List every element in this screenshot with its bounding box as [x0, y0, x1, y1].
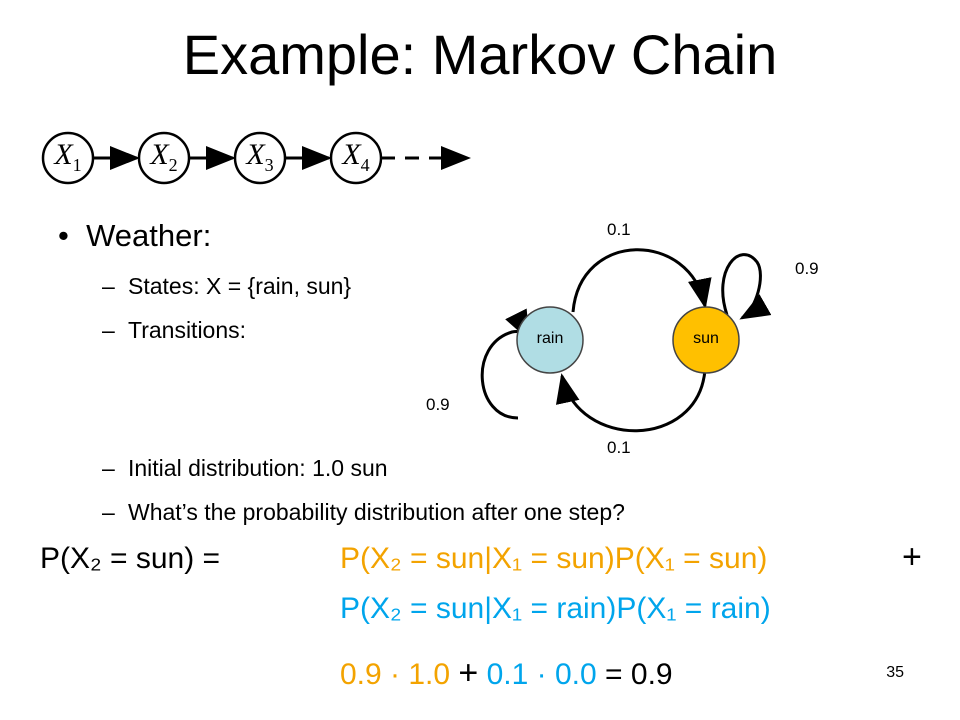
equation-term-rain: P(X₂ = sun|X₁ = rain)P(X₁ = rain)	[340, 592, 771, 625]
edge-rain-to-sun	[571, 248, 712, 313]
calc-term-rain: 0.1 · 0.0	[486, 658, 597, 691]
label-rain-to-sun: 0.1	[607, 220, 631, 239]
edge-sun-self	[721, 253, 772, 320]
label-sun-to-rain: 0.1	[607, 438, 631, 457]
bullet-weather: • Weather:	[58, 218, 212, 253]
calc-term-sun: 0.9 · 1.0	[340, 658, 451, 691]
subitem-question: –What’s the probability distribution aft…	[102, 499, 625, 525]
equation-term-sun: P(X₂ = sun|X₁ = sun)P(X₁ = sun)	[340, 542, 768, 575]
calc-result: = 0.9	[605, 658, 673, 691]
equation-plus: +	[902, 538, 922, 576]
label-sun-self: 0.9	[795, 259, 819, 278]
subitem-initial: –Initial distribution: 1.0 sun	[102, 455, 388, 481]
page-number: 35	[886, 664, 904, 681]
subitem-states: –States: X = {rain, sun}	[102, 273, 352, 299]
equation-calculation: 0.9 · 1.0 + 0.1 · 0.0 = 0.9	[340, 654, 673, 693]
chain-label-x4: X4	[342, 138, 370, 175]
calc-plus: +	[458, 654, 479, 692]
edge-sun-to-rain	[556, 369, 707, 433]
label-rain-self: 0.9	[426, 395, 450, 414]
chain-label-x3: X3	[246, 138, 274, 175]
chain-label-x1: X1	[54, 138, 82, 175]
subitem-transitions: –Transitions:	[102, 317, 247, 343]
state-sun-label: sun	[693, 330, 719, 347]
state-rain-label: rain	[536, 330, 564, 347]
equation-lhs: P(X₂ = sun) =	[40, 542, 221, 575]
slide-title: Example: Markov Chain	[182, 23, 778, 86]
chain-label-x2: X2	[150, 138, 178, 175]
